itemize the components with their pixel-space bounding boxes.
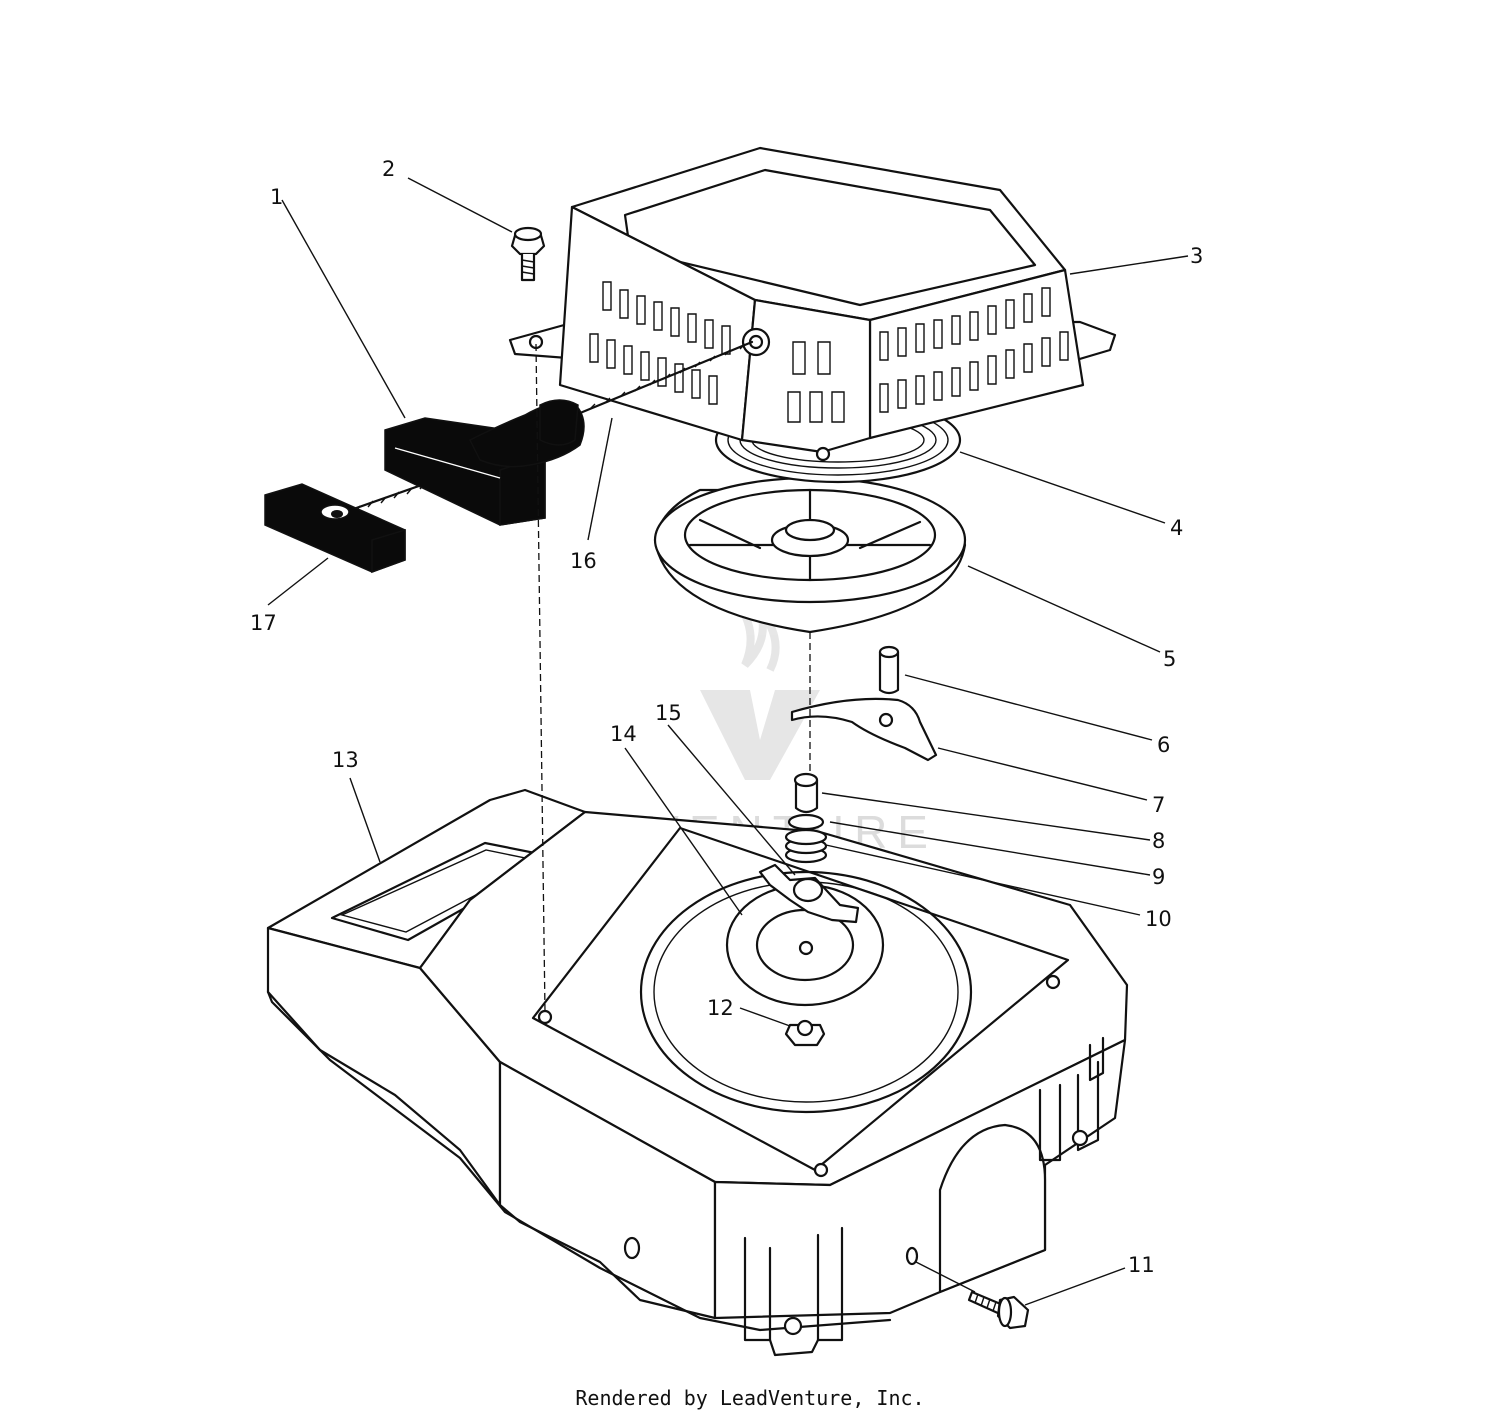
callout-11: 11 [1128, 1253, 1155, 1277]
part-1-handle [384, 399, 585, 526]
callout-labels: 1 2 3 4 5 6 7 8 9 10 11 12 13 14 15 16 1… [250, 157, 1203, 1277]
part-9-washer [787, 813, 825, 831]
callout-13: 13 [332, 748, 359, 772]
assembly-lines [535, 343, 811, 1013]
callout-8: 8 [1152, 829, 1165, 853]
part-12-screw [784, 1019, 826, 1047]
callout-10: 10 [1145, 907, 1172, 931]
callout-4: 4 [1170, 516, 1183, 540]
part-15-pawl [758, 863, 860, 924]
callout-1: 1 [270, 185, 283, 209]
leader-lines [267, 177, 1189, 1306]
part-2-screw [510, 226, 546, 282]
part-6-pin [878, 645, 900, 695]
callout-9: 9 [1152, 865, 1165, 889]
callout-15: 15 [655, 701, 682, 725]
callout-2: 2 [382, 157, 395, 181]
part-8-bushing [793, 772, 819, 814]
callout-14: 14 [610, 722, 637, 746]
callout-12: 12 [707, 996, 734, 1020]
callout-7: 7 [1152, 793, 1165, 817]
part-17-handle-insert [264, 483, 406, 574]
part-11-screw [967, 1290, 1030, 1330]
part-5-pulley [653, 476, 967, 634]
footer-credit: Rendered by LeadVenture, Inc. [575, 1386, 925, 1410]
part-7-pawl-plate [790, 697, 938, 762]
callout-17: 17 [250, 611, 277, 635]
callout-16: 16 [570, 549, 597, 573]
part-3-starter-cover [508, 146, 1117, 462]
part-10-spring [784, 828, 828, 864]
callout-3: 3 [1190, 244, 1203, 268]
part-13-blower-housing [266, 788, 1129, 1357]
callout-6: 6 [1157, 733, 1170, 757]
callout-5: 5 [1163, 647, 1176, 671]
